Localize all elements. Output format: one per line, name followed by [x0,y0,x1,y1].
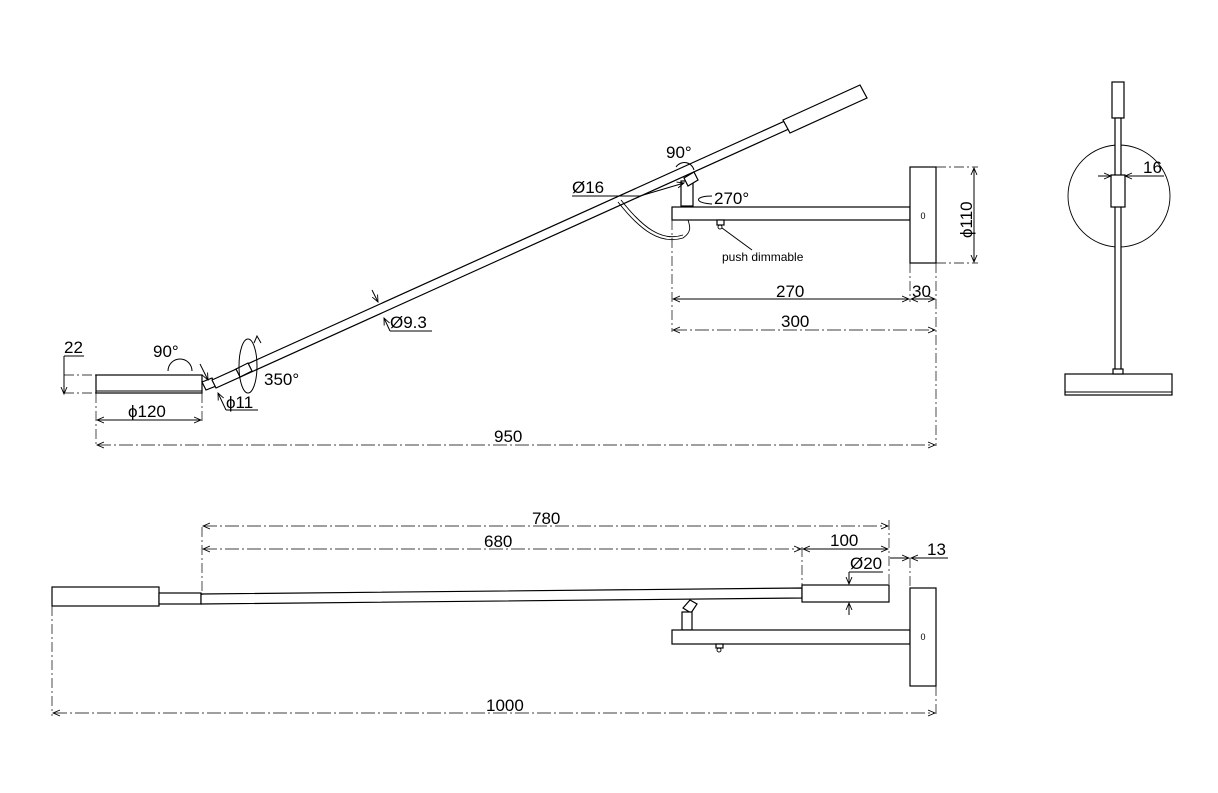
push-dimmable-note: push dimmable [722,250,804,264]
dim-30: 30 [912,282,931,301]
counterweight [782,84,868,134]
dim-dia-9-3: Ø9.3 [390,313,427,332]
lamp-head [95,374,203,394]
dim-dia-20: Ø20 [850,554,882,573]
dim-dia-16-arm: Ø16 [572,178,604,197]
dimmer-button [716,219,725,226]
plan-rod [200,587,803,605]
angle-270: 270° [714,189,749,208]
dim-950: 950 [494,427,522,446]
plan-wall-plate [909,587,937,687]
dim-phi-11: ϕ11 [226,393,253,412]
front-rod [1114,117,1122,371]
plan-counterweight [801,584,890,603]
plan-view: 0 780 680 100 Ø20 13 1000 [51,509,948,716]
plate-mark-top: 0 [920,211,925,221]
main-rod [211,86,865,389]
dim-13: 13 [927,540,946,559]
wall-plate [909,166,937,264]
rod-sleeve [235,362,253,378]
dim-22: 22 [64,338,83,357]
side-elevation-view: 0 22 90° ϕ120 ϕ11 350° Ø9. [64,84,978,446]
plate-mark-bottom: 0 [920,632,925,642]
angle-90-top-arc [675,162,695,171]
dim-680: 680 [484,532,512,551]
front-elevation-view: 16 [1064,81,1173,396]
dim-phi-120: ϕ120 [128,402,166,421]
angle-90-left: 90° [153,342,179,361]
plan-head [51,586,160,607]
plan-wall-arm [671,629,911,645]
dim-780: 780 [532,509,560,528]
dim-300: 300 [781,312,809,331]
dim-1000: 1000 [486,696,524,715]
front-joint [1110,174,1126,208]
dim-16-front: 16 [1143,158,1162,177]
plan-swivel [682,599,698,614]
dim-phi-110: ϕ110 [957,201,976,238]
dim-270: 270 [776,282,804,301]
front-counterweight [1111,81,1125,119]
angle-90-top: 90° [666,143,692,162]
wall-arm [671,206,911,221]
power-cable [617,201,691,241]
angle-270-arc [698,195,713,205]
angle-90-left-arc [167,358,193,372]
dim-100: 100 [830,531,858,550]
rotation-350-arrow [238,338,258,394]
angle-350: 350° [264,370,299,389]
